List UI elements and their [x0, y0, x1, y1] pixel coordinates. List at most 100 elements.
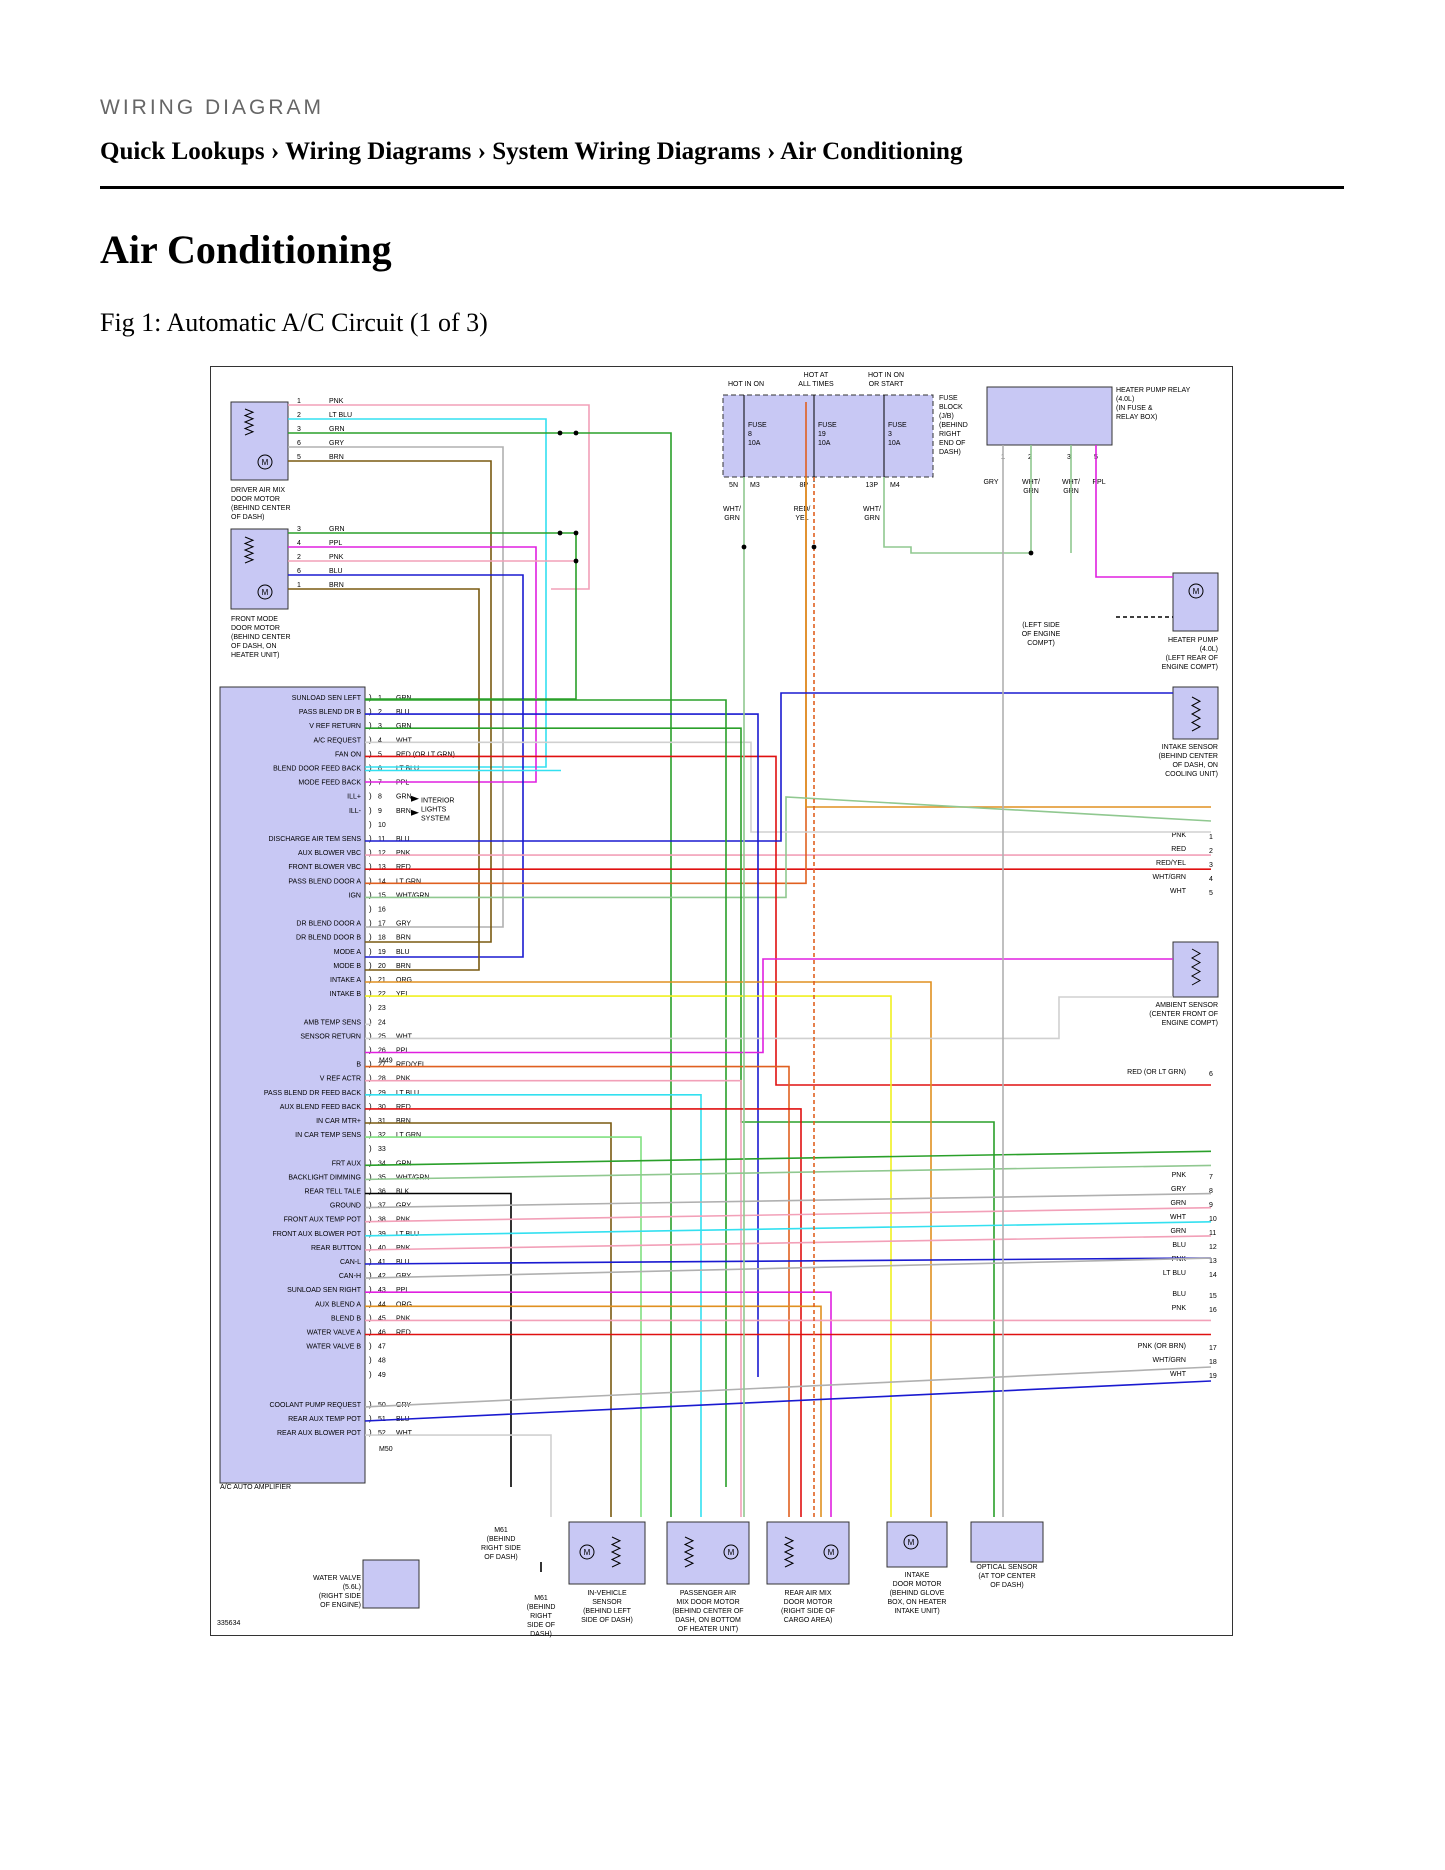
terminal-id: 15: [1209, 1293, 1217, 1300]
fuse-header-label: HOT IN ON: [728, 381, 764, 388]
amplifier-pin-label: BACKLIGHT DIMMING: [288, 1174, 361, 1181]
terminal-id: 12: [1209, 1244, 1217, 1251]
intake-sensor-label: INTAKE SENSOR: [1162, 744, 1218, 751]
pin-number: 2: [378, 709, 382, 716]
connector-bracket: ): [369, 1243, 372, 1252]
wire-ppl: [288, 546, 537, 783]
pin-number: 34: [378, 1160, 386, 1167]
wire-color-label: BLU: [396, 949, 410, 956]
wire-color-label: PNK: [329, 554, 344, 561]
connector-bracket: ): [369, 806, 372, 815]
wire-org: [365, 981, 932, 1517]
breadcrumb-separator: ›: [477, 138, 486, 165]
wire-brn: [288, 460, 492, 943]
fuse-header-label: HOT IN ON: [868, 372, 904, 379]
connector-id: M4: [890, 482, 900, 489]
wire-ppl: [365, 1291, 832, 1517]
wire-color-label: GRN: [329, 426, 345, 433]
amplifier-pin-label: REAR TELL TALE: [304, 1189, 361, 1196]
water-valve-label: OF ENGINE): [320, 1602, 361, 1609]
connector-bracket: ): [369, 834, 372, 843]
in-vehicle-sensor-label: SIDE OF DASH): [581, 1617, 633, 1624]
connector-bracket: ): [369, 1400, 372, 1409]
interior-lights-system-label: LIGHTS: [421, 807, 447, 814]
wire-blk: [365, 1192, 512, 1487]
splice-dot: [557, 530, 563, 536]
connector-bracket: ): [369, 749, 372, 758]
intake-sensor-label: COOLING UNIT): [1165, 771, 1218, 778]
wire-blu: [288, 574, 524, 958]
fuse-block-label: END OF: [939, 440, 965, 447]
amplifier-pin-label: SUNLOAD SEN RIGHT: [287, 1287, 362, 1294]
fuse-label: 8: [748, 431, 752, 438]
amplifier-pin-label: PASS BLEND DR FEED BACK: [264, 1090, 361, 1097]
figure-number: 335634: [217, 1620, 240, 1627]
amplifier-pin-label: BLEND DOOR FEED BACK: [273, 766, 361, 773]
wire-wht: [365, 1434, 552, 1517]
wire-blu: [365, 692, 1173, 842]
connector-bracket: ): [369, 1342, 372, 1351]
pin-number: 1: [297, 582, 301, 589]
connector-bracket: ): [369, 1215, 372, 1224]
pin-number: 11: [378, 836, 385, 843]
resistor-icon: [683, 1536, 695, 1568]
amplifier-pin-label: FRONT BLOWER VBC: [288, 864, 361, 871]
breadcrumb-system-wiring-diagrams[interactable]: System Wiring Diagrams: [492, 138, 761, 165]
wire-color-label: ORG: [396, 1301, 412, 1308]
motor-icon: [823, 1544, 839, 1560]
pin-number: 3: [378, 723, 382, 730]
connector-id: M49: [379, 1058, 393, 1065]
wire-color-label: BRN: [396, 963, 411, 970]
water-valve-label: (RIGHT SIDE: [319, 1593, 362, 1600]
breadcrumb-air-conditioning[interactable]: Air Conditioning: [780, 138, 963, 165]
wire-color-label: PNK: [396, 1217, 411, 1224]
passenger-air-mix-door-motor-label: OF HEATER UNIT): [678, 1626, 738, 1633]
fuse-label: 10A: [818, 440, 831, 447]
breadcrumb-quick-lookups[interactable]: Quick Lookups: [100, 138, 265, 165]
wire-ppl: [365, 958, 1173, 1054]
wire-org: [805, 477, 1211, 808]
rear-air-mix-door-motor-label: REAR AIR MIX: [784, 1590, 831, 1597]
amplifier-pin-label: IN CAR MTR+: [316, 1118, 361, 1125]
wire-lt-grn: [365, 1136, 642, 1517]
intake-door-motor-label: BOX, ON HEATER: [888, 1599, 947, 1606]
wire-color-label: LT BLU: [329, 412, 352, 419]
connector-bracket: ): [369, 1328, 372, 1337]
amplifier-pin-label: MODE FEED BACK: [298, 780, 361, 787]
wire-color-label: GRN: [329, 526, 345, 533]
amplifier-pin-label: SUNLOAD SEN LEFT: [292, 695, 362, 702]
terminal-id: 5: [1209, 890, 1213, 897]
motor-icon: M: [584, 1548, 591, 1557]
wire-color-label: BLU: [1172, 1291, 1186, 1298]
terminal-id: 1: [1209, 834, 1213, 841]
amplifier-pin-label: CAN-L: [340, 1259, 361, 1266]
motor-icon: [579, 1544, 595, 1560]
breadcrumb-wiring-diagrams[interactable]: Wiring Diagrams: [285, 138, 472, 165]
wire-color-label: LT GRN: [396, 878, 421, 885]
amplifier-pin-label: REAR BUTTON: [311, 1245, 361, 1252]
wire-color-label: BRN: [329, 582, 344, 589]
motor-icon: [903, 1534, 919, 1550]
wire-color-label: PNK: [396, 850, 411, 857]
amplifier-pin-label: MODE B: [333, 963, 361, 970]
heater-pump-label: HEATER PUMP: [1168, 637, 1218, 644]
interior-lights-system-label: INTERIOR: [421, 798, 454, 805]
wire-color-label: PPL: [396, 1048, 409, 1055]
connector-bracket: ): [369, 1088, 372, 1097]
pin-number: 9: [378, 808, 382, 815]
wire-color-label: RED: [396, 1104, 411, 1111]
rear-air-mix-door-motor: [766, 1521, 850, 1585]
pin-number: 2: [297, 412, 301, 419]
wire-color-label: YEL: [795, 515, 808, 522]
amplifier-pin-label: DR BLEND DOOR B: [296, 935, 361, 942]
fuse-header-label: HOT AT: [804, 372, 829, 379]
pin-number: 25: [378, 1033, 386, 1040]
wire-grn: [288, 432, 672, 1517]
front-mode-door-motor-label: DOOR MOTOR: [231, 625, 280, 632]
pin-number: 16: [378, 907, 386, 914]
wire-color-label: RED: [1171, 846, 1186, 853]
splice-dot: [573, 558, 579, 564]
wire-wht: [365, 996, 1173, 1040]
connector-bracket: ): [369, 792, 372, 801]
header-label: WIRING DIAGRAM: [100, 96, 324, 119]
